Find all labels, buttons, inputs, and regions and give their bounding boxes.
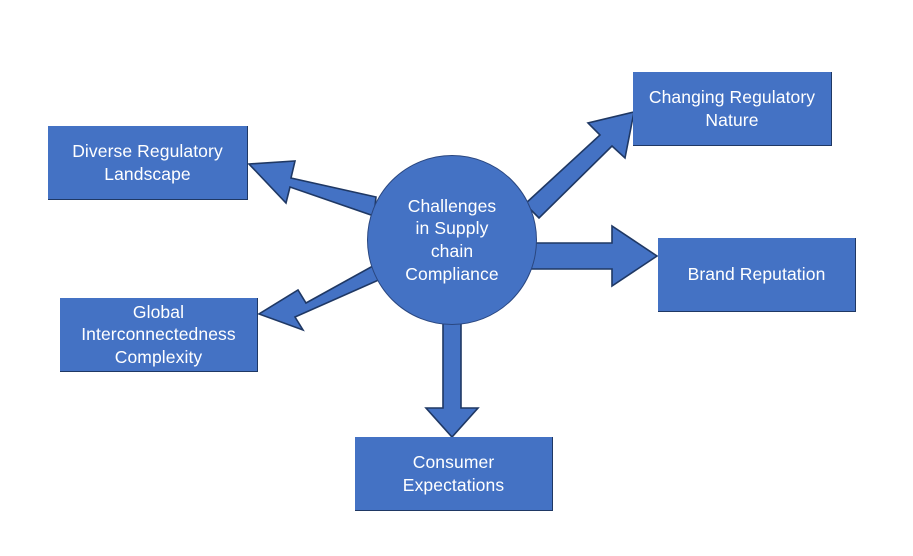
arrow-to-consumer-expectations <box>424 311 480 439</box>
node-consumer-expectations[interactable]: Consumer Expectations <box>355 437 553 511</box>
node-brand-reputation[interactable]: Brand Reputation <box>658 238 856 312</box>
node-label-global-interconnectedness-complexity: Global Interconnectedness Complexity <box>81 301 236 367</box>
arrow-to-global-interconnectedness-complexity <box>257 259 392 332</box>
node-label-diverse-regulatory-landscape: Diverse Regulatory Landscape <box>72 141 223 184</box>
arrow-to-changing-regulatory-nature <box>523 110 636 220</box>
node-label-consumer-expectations: Consumer Expectations <box>402 452 505 495</box>
node-diverse-regulatory-landscape[interactable]: Diverse Regulatory Landscape <box>48 126 248 200</box>
arrow-to-brand-reputation <box>527 224 659 288</box>
node-label-changing-regulatory-nature: Changing Regulatory Nature <box>648 87 816 130</box>
hub-label: Challenges in Supply chain Compliance <box>405 195 499 284</box>
hub-circle-challenges-in-supply-chain-compliance[interactable]: Challenges in Supply chain Compliance <box>367 155 537 325</box>
node-global-interconnectedness-complexity[interactable]: Global Interconnectedness Complexity <box>60 298 258 372</box>
node-changing-regulatory-nature[interactable]: Changing Regulatory Nature <box>633 72 832 146</box>
arrow-to-diverse-regulatory-landscape <box>247 160 377 218</box>
node-label-brand-reputation: Brand Reputation <box>687 264 826 285</box>
